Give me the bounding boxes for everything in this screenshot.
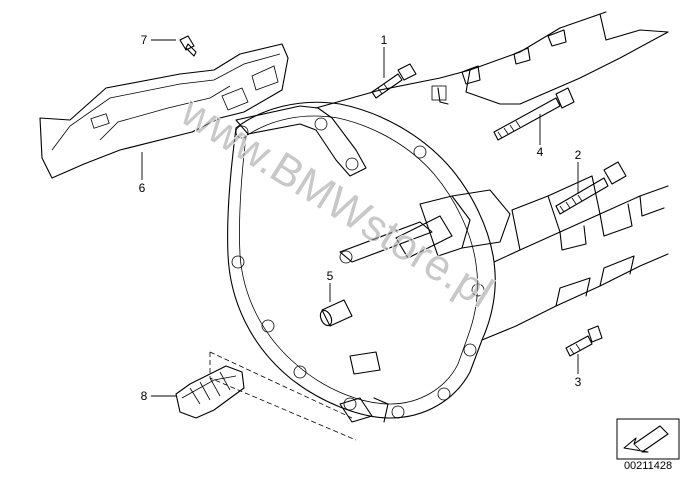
dowel-sleeve-5 <box>319 299 353 327</box>
transmission-housing <box>209 11 669 441</box>
bolt-3 <box>565 325 603 357</box>
callout-2: 2 <box>575 148 582 162</box>
bolt-7 <box>179 35 197 57</box>
diagram-code: 00211428 <box>623 460 673 472</box>
bolt-1 <box>371 63 417 99</box>
leader-lines <box>141 39 579 397</box>
heat-shield-6 <box>39 43 289 179</box>
callout-7: 7 <box>141 33 148 47</box>
callout-4: 4 <box>537 145 544 159</box>
callout-6: 6 <box>139 181 146 195</box>
bolt-4 <box>493 87 575 141</box>
callout-5: 5 <box>327 269 334 283</box>
callout-8: 8 <box>141 389 148 403</box>
watermark: www.BMWstore.pl <box>172 86 502 317</box>
callout-1: 1 <box>381 33 388 47</box>
callout-3: 3 <box>575 375 582 389</box>
bolt-2 <box>555 161 627 215</box>
arrow-icon <box>616 418 680 460</box>
callout-labels: 1 2 3 4 5 6 7 8 <box>139 33 582 403</box>
bracket-8 <box>175 365 245 419</box>
